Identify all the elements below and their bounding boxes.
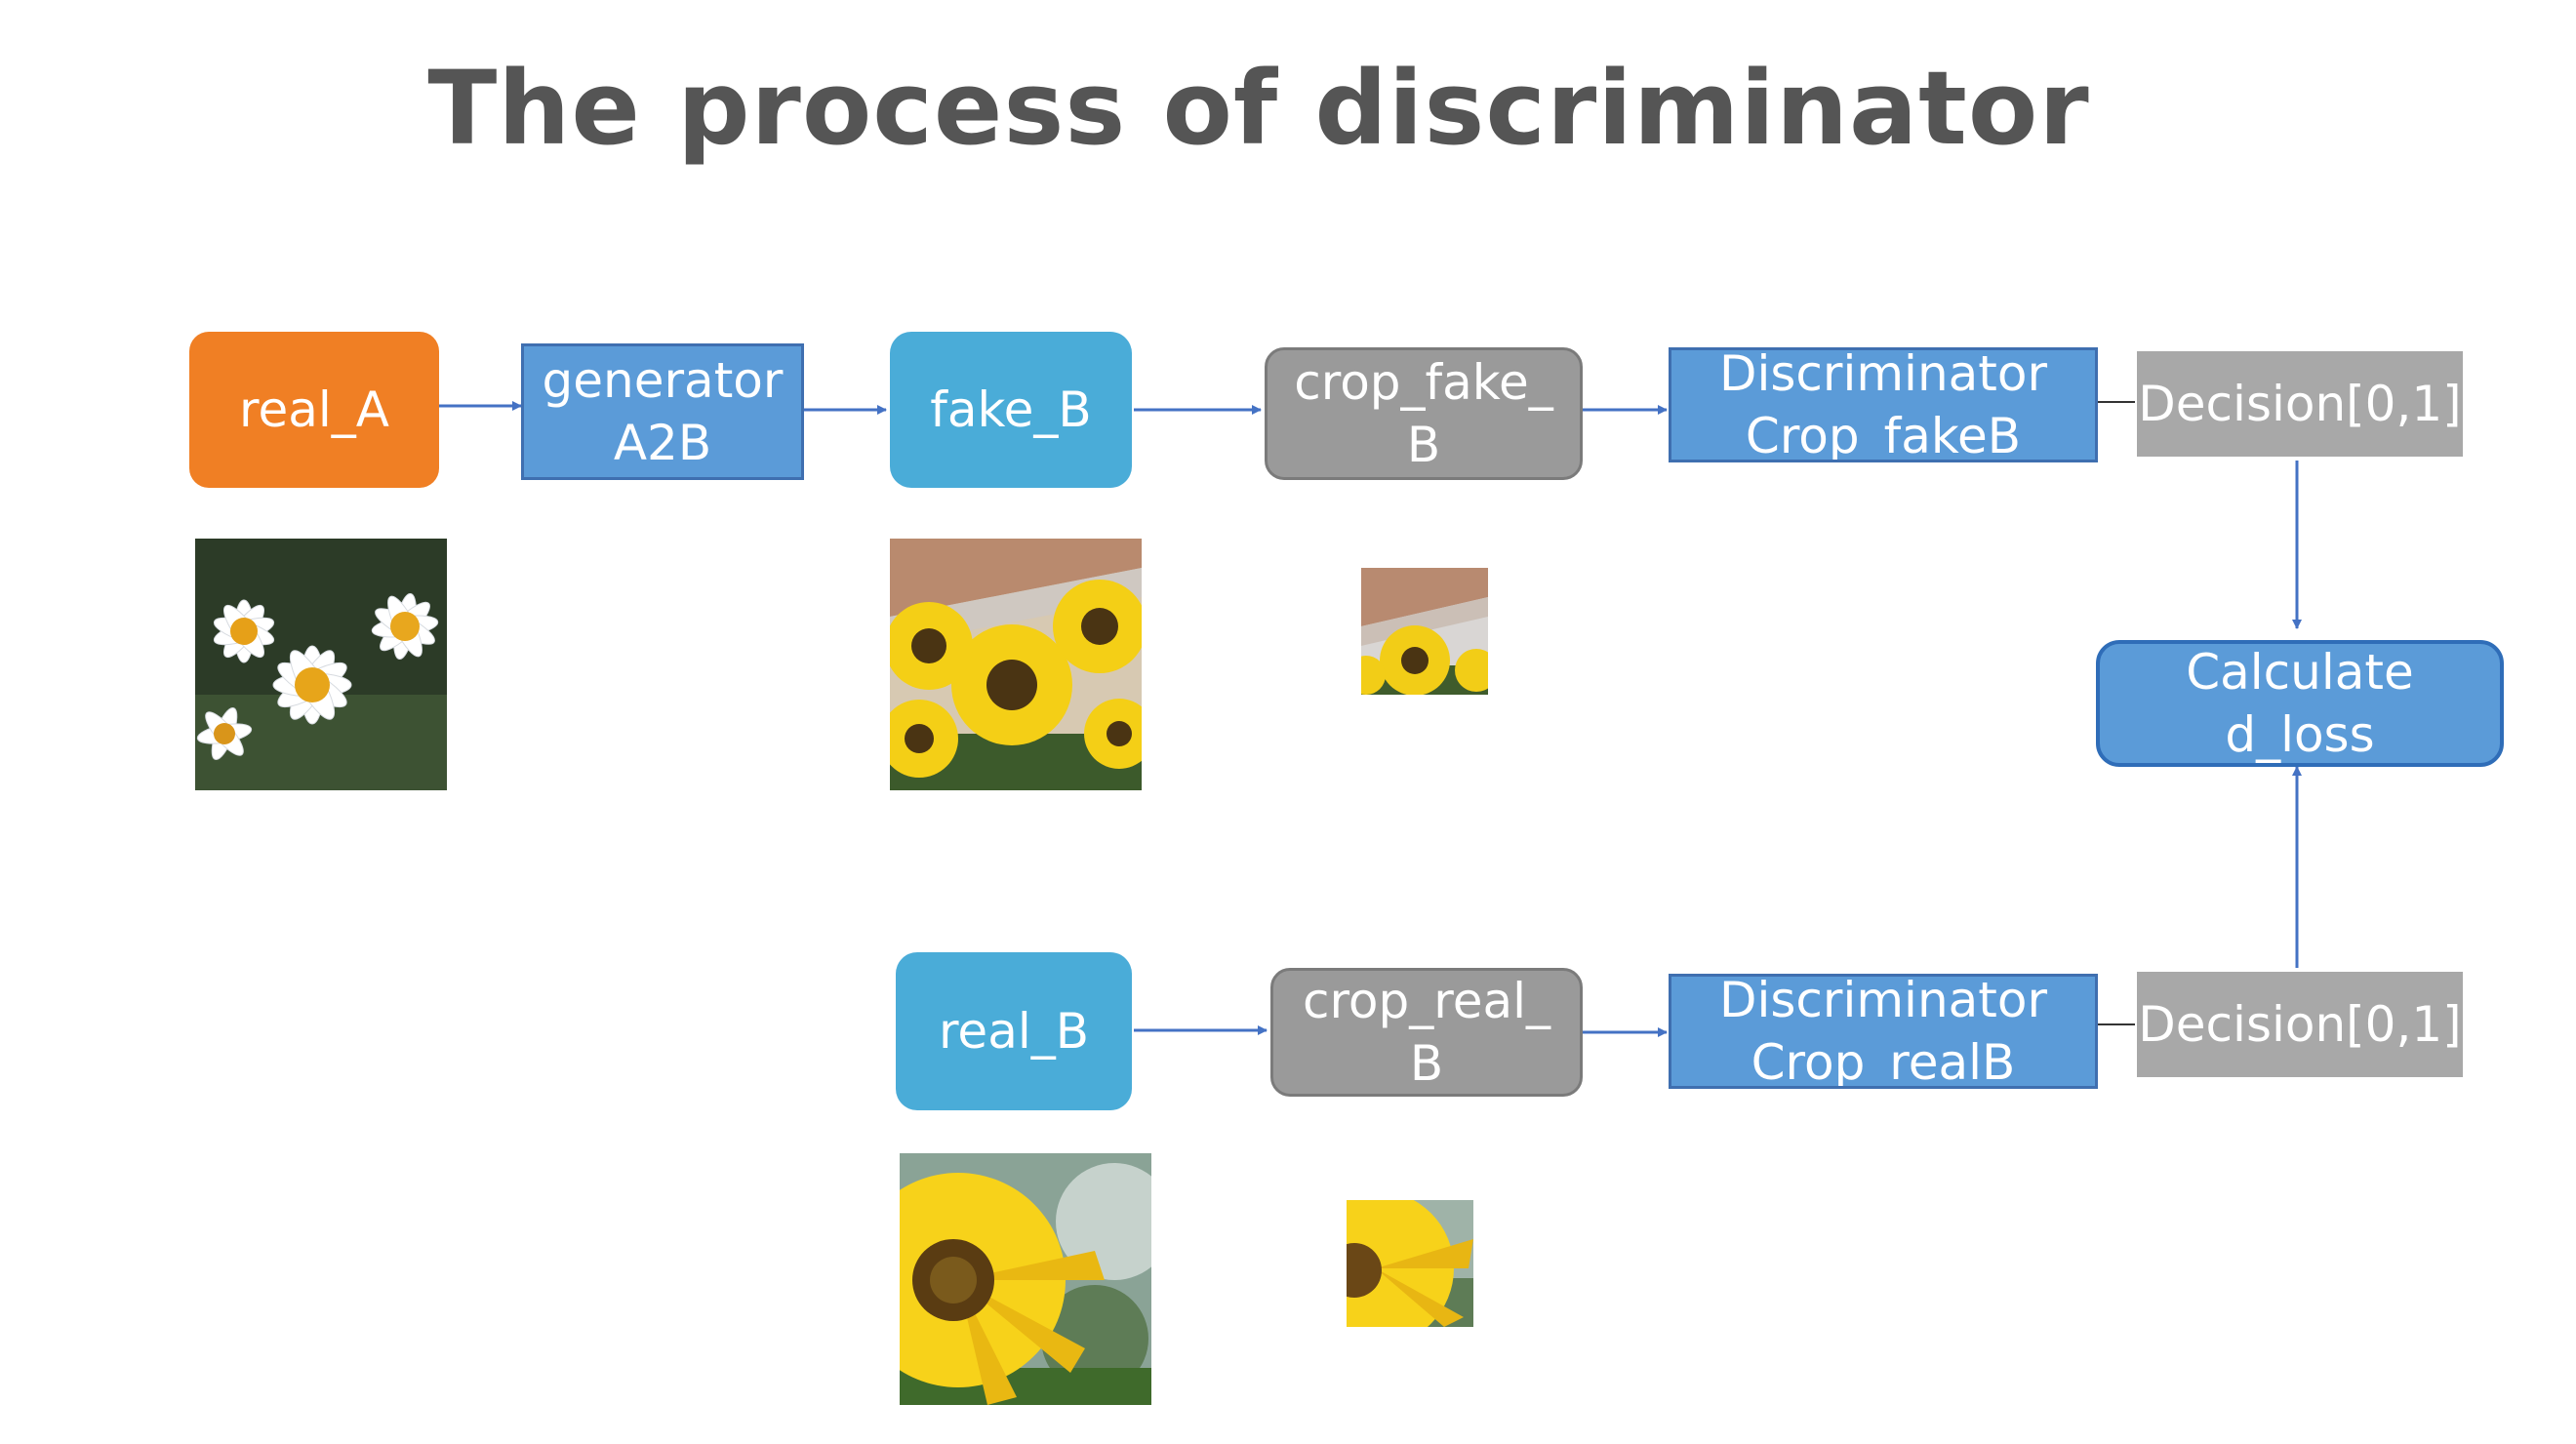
discriminator-crop-fakeb-node: Discriminator Crop_fakeB <box>1669 347 2098 462</box>
decision-real-node: Decision[0,1] <box>2137 972 2463 1077</box>
crop-fake-b-node: crop_fake_ B <box>1265 347 1583 480</box>
discriminator-crop-realb-node: Discriminator Crop_realB <box>1669 974 2098 1089</box>
decision-fake-node: Decision[0,1] <box>2137 351 2463 457</box>
real-a-node: real_A <box>189 332 439 488</box>
sunflower-photo <box>900 1153 1151 1405</box>
daisy-photo <box>195 539 447 790</box>
fake-b-node: fake_B <box>890 332 1132 488</box>
calculate-d-loss-node: Calculate d_loss <box>2096 640 2504 767</box>
generator-a2b-node: generator A2B <box>521 343 804 480</box>
sunflower-petals-crop-photo <box>1347 1200 1473 1327</box>
sunflower-crop-photo <box>1361 568 1488 695</box>
crop-real-b-node: crop_real_ B <box>1270 968 1583 1097</box>
page-title: The process of discriminator <box>427 49 2090 168</box>
sunflowers-photo <box>890 539 1142 790</box>
real-b-node: real_B <box>896 952 1132 1110</box>
